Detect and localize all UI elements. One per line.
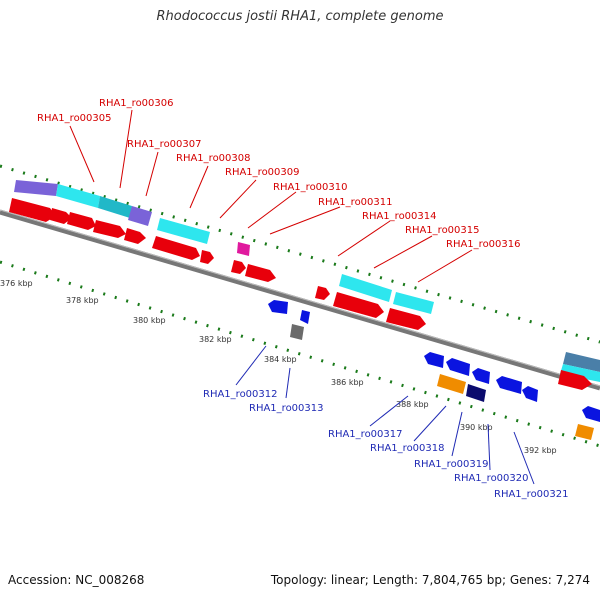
- reverse-labels: RHA1_ro00312 RHA1_ro00313 RHA1_ro00317 R…: [203, 389, 569, 500]
- gene-feature[interactable]: [9, 198, 56, 222]
- scale-label: 378 kbp: [66, 296, 99, 305]
- gene-label[interactable]: RHA1_ro00320: [454, 473, 529, 484]
- gene-feature[interactable]: [446, 358, 470, 376]
- gene-label[interactable]: RHA1_ro00307: [127, 139, 202, 150]
- scale-label: 388 kbp: [396, 400, 429, 409]
- gene-label[interactable]: RHA1_ro00308: [176, 153, 251, 164]
- gene-feature[interactable]: [333, 292, 384, 318]
- genome-title: Rhodococcus jostii RHA1, complete genome: [156, 9, 444, 24]
- gene-feature[interactable]: [56, 184, 100, 208]
- scale-label: 386 kbp: [331, 378, 364, 387]
- gene-feature[interactable]: [200, 250, 214, 264]
- reverse-leaders: [235, 345, 535, 485]
- gene-label[interactable]: RHA1_ro00315: [405, 225, 480, 236]
- scale-labels: 376 kbp 378 kbp 380 kbp 382 kbp 384 kbp …: [0, 279, 557, 455]
- forward-leaders: [69, 109, 473, 283]
- gene-feature[interactable]: [560, 364, 600, 382]
- gene-label[interactable]: RHA1_ro00321: [494, 489, 569, 500]
- accession-text: Accession: NC_008268: [8, 573, 145, 587]
- scale-label: 390 kbp: [460, 423, 493, 432]
- gene-feature[interactable]: [496, 376, 522, 394]
- gene-feature[interactable]: [393, 292, 434, 314]
- gene-feature[interactable]: [152, 236, 200, 260]
- gene-label[interactable]: RHA1_ro00318: [370, 443, 445, 454]
- gene-feature[interactable]: [128, 206, 152, 226]
- gene-feature[interactable]: [300, 310, 310, 324]
- gene-feature[interactable]: [582, 406, 600, 422]
- forward-labels: RHA1_ro00305 RHA1_ro00306 RHA1_ro00307 R…: [37, 98, 521, 250]
- gene-label[interactable]: RHA1_ro00314: [362, 211, 437, 222]
- gene-feature[interactable]: [558, 370, 592, 390]
- gene-feature[interactable]: [522, 386, 538, 402]
- reverse-features: [268, 300, 600, 440]
- gene-feature[interactable]: [472, 368, 490, 384]
- gene-label[interactable]: RHA1_ro00310: [273, 182, 348, 193]
- gene-label[interactable]: RHA1_ro00317: [328, 429, 403, 440]
- gene-feature[interactable]: [424, 352, 444, 368]
- gene-label[interactable]: RHA1_ro00316: [446, 239, 521, 250]
- gene-feature[interactable]: [563, 352, 600, 372]
- forward-features-row1: [14, 180, 600, 382]
- gene-feature[interactable]: [575, 424, 594, 440]
- gene-feature[interactable]: [437, 374, 466, 394]
- gene-label[interactable]: RHA1_ro00312: [203, 389, 278, 400]
- gene-feature[interactable]: [237, 242, 250, 256]
- gene-feature[interactable]: [386, 308, 426, 330]
- gene-feature[interactable]: [93, 220, 126, 238]
- gene-feature[interactable]: [124, 228, 146, 244]
- gene-feature[interactable]: [231, 260, 246, 274]
- gene-label[interactable]: RHA1_ro00306: [99, 98, 174, 109]
- genome-summary-text: Topology: linear; Length: 7,804,765 bp; …: [270, 573, 590, 587]
- forward-features-row2: [9, 198, 592, 390]
- gene-label[interactable]: RHA1_ro00309: [225, 167, 300, 178]
- gene-feature[interactable]: [14, 180, 58, 196]
- scale-label: 376 kbp: [0, 279, 33, 288]
- genome-backbone: [0, 209, 600, 391]
- gene-feature[interactable]: [290, 324, 304, 340]
- gene-feature[interactable]: [315, 286, 330, 300]
- gene-feature[interactable]: [50, 208, 72, 224]
- scale-label: 380 kbp: [133, 316, 166, 325]
- gene-label[interactable]: RHA1_ro00311: [318, 197, 393, 208]
- scale-track-lower: [0, 260, 600, 448]
- gene-feature[interactable]: [245, 264, 276, 282]
- gene-label[interactable]: RHA1_ro00319: [414, 459, 489, 470]
- gene-feature[interactable]: [268, 300, 288, 314]
- gene-feature[interactable]: [98, 196, 132, 218]
- scale-label: 392 kbp: [524, 446, 557, 455]
- gene-feature[interactable]: [466, 384, 486, 402]
- gene-feature[interactable]: [157, 218, 210, 244]
- scale-label: 384 kbp: [264, 355, 297, 364]
- scale-label: 382 kbp: [199, 335, 232, 344]
- gene-label[interactable]: RHA1_ro00313: [249, 403, 324, 414]
- scale-track-upper: [0, 164, 600, 344]
- gene-feature[interactable]: [67, 212, 96, 230]
- gene-feature[interactable]: [339, 274, 392, 302]
- gene-label[interactable]: RHA1_ro00305: [37, 113, 112, 124]
